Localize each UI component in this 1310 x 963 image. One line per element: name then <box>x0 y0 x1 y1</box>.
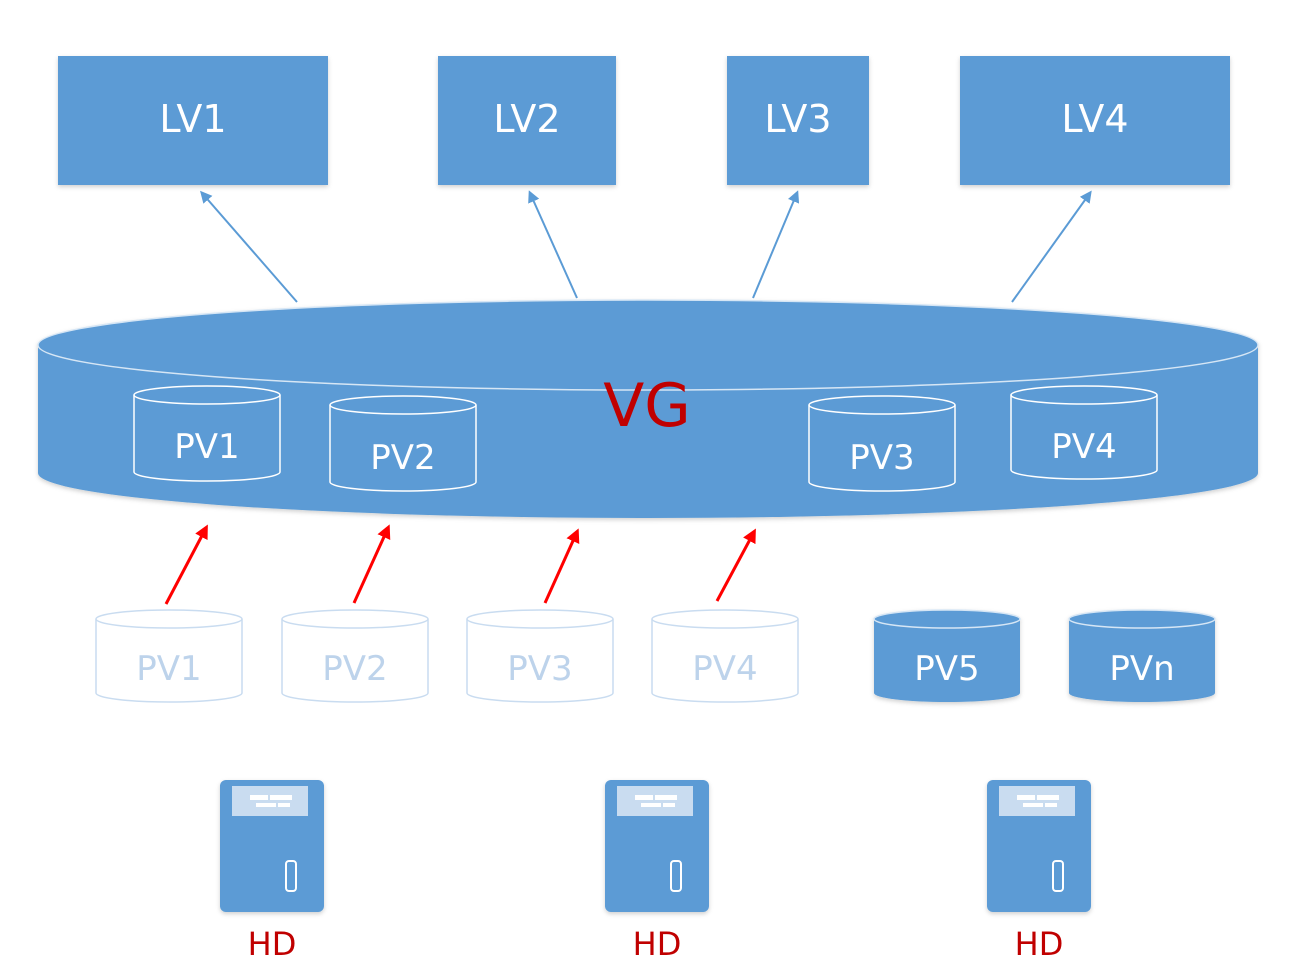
arrow <box>352 524 391 604</box>
pv-cylinder <box>95 609 243 703</box>
pv-label: PVn <box>1109 649 1174 689</box>
pv-label: PV1 <box>136 649 201 689</box>
pv-cylinder <box>651 609 799 703</box>
pv-label: PV2 <box>322 649 387 689</box>
vg-member-pv <box>329 395 477 492</box>
lv-label: LV4 <box>1061 97 1128 141</box>
pv-cylinder <box>281 609 429 703</box>
lv-label: LV3 <box>764 97 831 141</box>
physical-volumes: PV1 PV2 PV3 PV4 PV5 PVn <box>95 609 1216 703</box>
arrow <box>200 190 298 303</box>
arrow <box>543 528 580 604</box>
vg-member-label: PV1 <box>174 427 239 467</box>
pv-label: PV4 <box>692 649 757 689</box>
hd-label: HD <box>1015 925 1064 963</box>
arrow <box>752 190 800 299</box>
pv-label: PV5 <box>914 649 979 689</box>
vg-members: PV1 PV2 PV3 PV4 <box>133 385 1158 492</box>
vg-member-pv <box>133 385 281 482</box>
lv-label: LV2 <box>493 97 560 141</box>
hd-label: HD <box>633 925 682 963</box>
pv-label: PV3 <box>507 649 572 689</box>
hard-disk-icon <box>987 780 1091 912</box>
arrow <box>1011 190 1092 303</box>
arrow <box>164 524 208 605</box>
lv-box: LV2 <box>438 56 616 185</box>
lv-box: LV3 <box>727 56 869 185</box>
vg-member-label: PV3 <box>849 438 914 478</box>
logical-volumes: LV1 LV2 LV3 LV4 <box>58 56 1230 185</box>
arrow <box>528 190 578 299</box>
volume-group <box>37 299 1259 518</box>
vg-member-label: PV2 <box>370 438 435 478</box>
pv-to-vg-arrows <box>164 524 756 605</box>
hd-label: HD <box>248 925 297 963</box>
hard-disk-icon <box>220 780 324 912</box>
vg-member-pv <box>1010 385 1158 480</box>
hard-disk-icon <box>605 780 709 912</box>
pv-cylinder <box>873 609 1021 702</box>
lv-box: LV1 <box>58 56 328 185</box>
vg-label: VG <box>603 371 691 441</box>
hard-disks: HD HD HD <box>220 780 1091 963</box>
vg-member-label: PV4 <box>1051 427 1116 467</box>
pv-cylinder <box>1068 609 1216 702</box>
vg-member-pv <box>808 395 956 492</box>
lv-label: LV1 <box>159 97 226 141</box>
arrow <box>715 528 756 602</box>
pv-cylinder <box>466 609 614 703</box>
lv-box: LV4 <box>960 56 1230 185</box>
vg-to-lv-arrows <box>200 190 1092 303</box>
